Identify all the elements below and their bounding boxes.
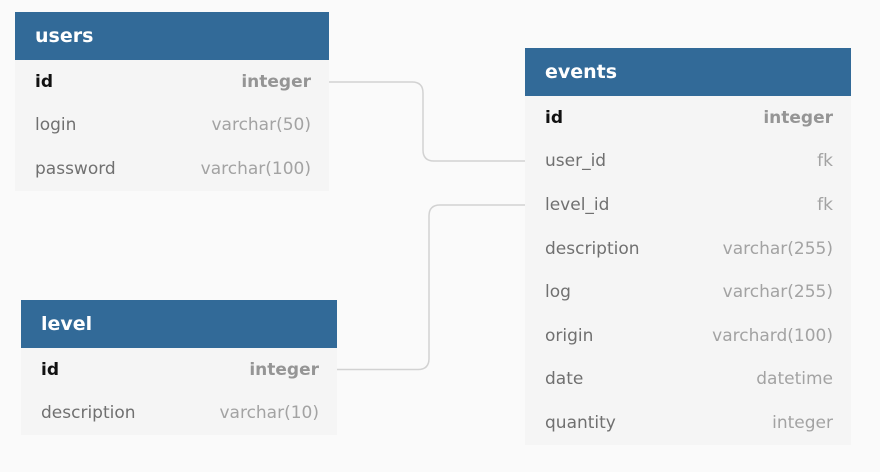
table-users-title: users: [35, 25, 94, 47]
column-name: user_id: [545, 151, 607, 172]
column-type: varchar(100): [200, 158, 311, 179]
table-events-row-id[interactable]: id integer: [525, 96, 851, 140]
column-type: datetime: [756, 369, 833, 390]
table-events-row-user-id[interactable]: user_id fk: [525, 140, 851, 184]
table-level-row-id[interactable]: id integer: [21, 348, 337, 392]
column-type: varchar(255): [722, 238, 833, 259]
column-name: id: [545, 107, 563, 128]
table-users-header[interactable]: users: [15, 12, 329, 60]
table-users-row-id[interactable]: id integer: [15, 60, 329, 104]
column-name: origin: [545, 325, 594, 346]
table-events[interactable]: events id integer user_id fk level_id fk…: [525, 48, 851, 445]
table-level-header[interactable]: level: [21, 300, 337, 348]
column-type: varchar(10): [219, 403, 319, 424]
column-type: integer: [772, 412, 833, 433]
column-name: quantity: [545, 412, 616, 433]
table-events-row-description[interactable]: description varchar(255): [525, 227, 851, 271]
column-type: fk: [817, 151, 833, 172]
table-events-row-log[interactable]: log varchar(255): [525, 270, 851, 314]
column-name: id: [41, 359, 59, 380]
table-users-row-login[interactable]: login varchar(50): [15, 104, 329, 148]
column-type: integer: [241, 71, 311, 92]
table-users-row-password[interactable]: password varchar(100): [15, 147, 329, 191]
table-events-header[interactable]: events: [525, 48, 851, 96]
column-type: varchar(50): [211, 115, 311, 136]
connector-users-id-to-events-user-id: [329, 81, 525, 162]
table-level-title: level: [41, 313, 93, 335]
column-type: varchard(100): [712, 325, 833, 346]
column-name: login: [35, 115, 77, 136]
column-name: id: [35, 71, 53, 92]
column-name: level_id: [545, 194, 610, 215]
table-events-row-quantity[interactable]: quantity integer: [525, 401, 851, 445]
column-name: date: [545, 369, 584, 390]
table-level-row-description[interactable]: description varchar(10): [21, 392, 337, 436]
column-name: log: [545, 282, 571, 303]
column-type: fk: [817, 194, 833, 215]
column-type: integer: [249, 359, 319, 380]
column-type: integer: [763, 107, 833, 128]
table-events-row-level-id[interactable]: level_id fk: [525, 183, 851, 227]
table-events-title: events: [545, 61, 618, 83]
table-events-row-date[interactable]: date datetime: [525, 358, 851, 402]
table-users[interactable]: users id integer login varchar(50) passw…: [15, 12, 329, 191]
table-level[interactable]: level id integer description varchar(10): [21, 300, 337, 436]
column-name: description: [41, 403, 136, 424]
table-events-row-origin[interactable]: origin varchard(100): [525, 314, 851, 358]
column-name: description: [545, 238, 640, 259]
column-type: varchar(255): [722, 282, 833, 303]
column-name: password: [35, 158, 116, 179]
connector-level-id-to-events-level-id: [337, 204, 525, 371]
